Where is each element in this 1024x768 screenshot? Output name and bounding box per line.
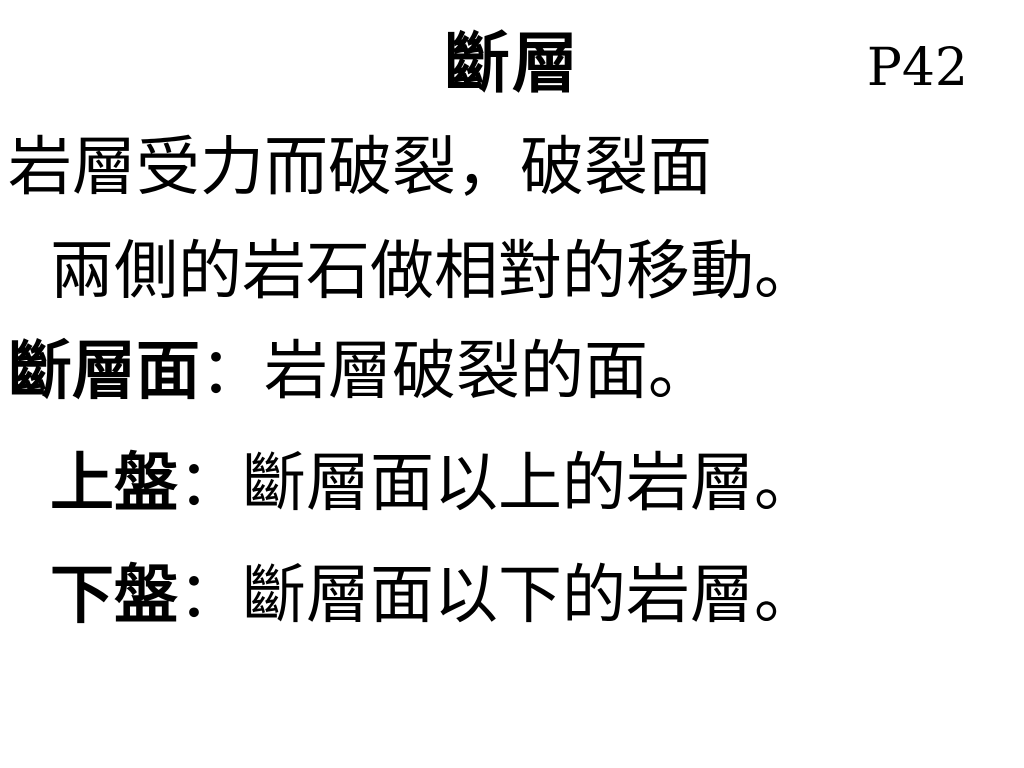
fault-plane-definition: 斷層面：岩層破裂的面。: [8, 332, 712, 412]
footwall-term: 下盤: [50, 558, 178, 633]
definition-line-2: 兩側的岩石做相對的移動。: [50, 235, 818, 309]
hanging-wall-term: 上盤: [50, 446, 178, 521]
footwall-colon: ：: [178, 559, 242, 633]
footwall-text: 斷層面以下的岩層。: [242, 559, 818, 633]
fault-plane-text: 岩層破裂的面。: [264, 335, 712, 409]
hanging-wall-definition: 上盤：斷層面以上的岩層。: [50, 444, 818, 524]
hanging-wall-text: 斷層面以上的岩層。: [242, 447, 818, 521]
hanging-wall-colon: ：: [178, 447, 242, 521]
footwall-definition: 下盤：斷層面以下的岩層。: [50, 556, 818, 636]
definition-line-1: 岩層受力而破裂，破裂面: [8, 131, 712, 205]
slide-title: 斷層: [444, 24, 580, 102]
fault-plane-term: 斷層面: [8, 334, 200, 409]
fault-plane-colon: ：: [200, 335, 264, 409]
page-reference: P42: [866, 38, 968, 98]
